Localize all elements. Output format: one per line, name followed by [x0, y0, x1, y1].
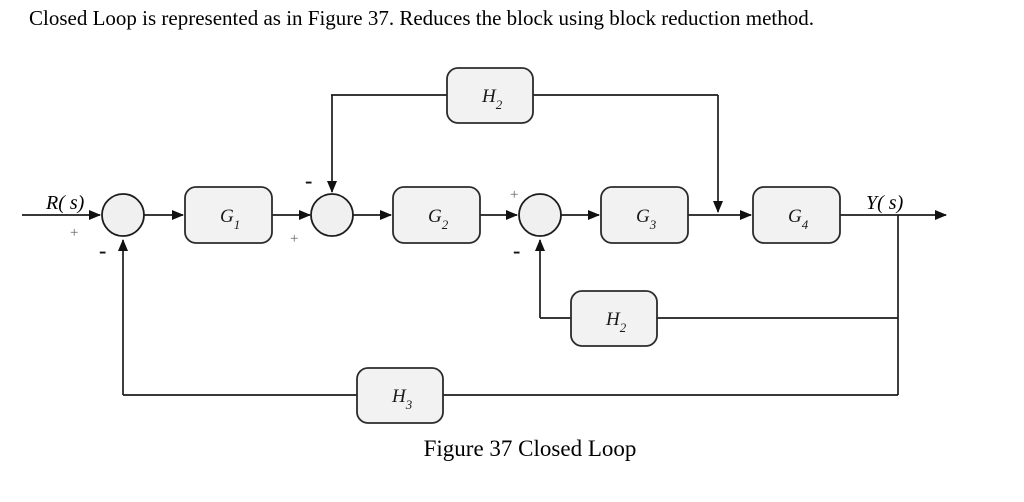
block-h2-top: [446, 67, 534, 124]
sum1-minus-sign: -: [99, 238, 106, 263]
sum3-plus-sign: +: [510, 187, 518, 203]
sum3-minus-sign: -: [513, 238, 520, 263]
block-g3-label: G3: [636, 206, 657, 232]
block-g2: [392, 186, 481, 244]
block-h3-label: H3: [391, 386, 413, 412]
block-h3: [356, 367, 444, 424]
summing-junction-3: [518, 193, 562, 237]
block-g4-label: G4: [788, 206, 809, 232]
block-g1: [184, 186, 273, 244]
summing-junction-1: [101, 193, 145, 237]
problem-statement: Closed Loop is represented as in Figure …: [29, 6, 815, 30]
summing-junction-2: [310, 193, 354, 237]
figure-caption: Figure 37 Closed Loop: [423, 436, 637, 461]
block-h2-mid-label: H2: [605, 309, 627, 335]
block-g4: [752, 186, 841, 244]
sum2-plus-sign: +: [290, 231, 298, 247]
output-signal-label: Y( s): [866, 192, 904, 214]
block-h2-mid: [570, 290, 658, 347]
block-g1-label: G1: [220, 206, 240, 232]
sum1-plus-sign: +: [70, 225, 78, 241]
input-signal-label: R( s): [45, 192, 85, 214]
sum2-minus-sign: -: [305, 168, 312, 193]
block-h2-top-label: H2: [481, 86, 503, 112]
block-g2-label: G2: [428, 206, 449, 232]
block-g3: [600, 186, 689, 244]
